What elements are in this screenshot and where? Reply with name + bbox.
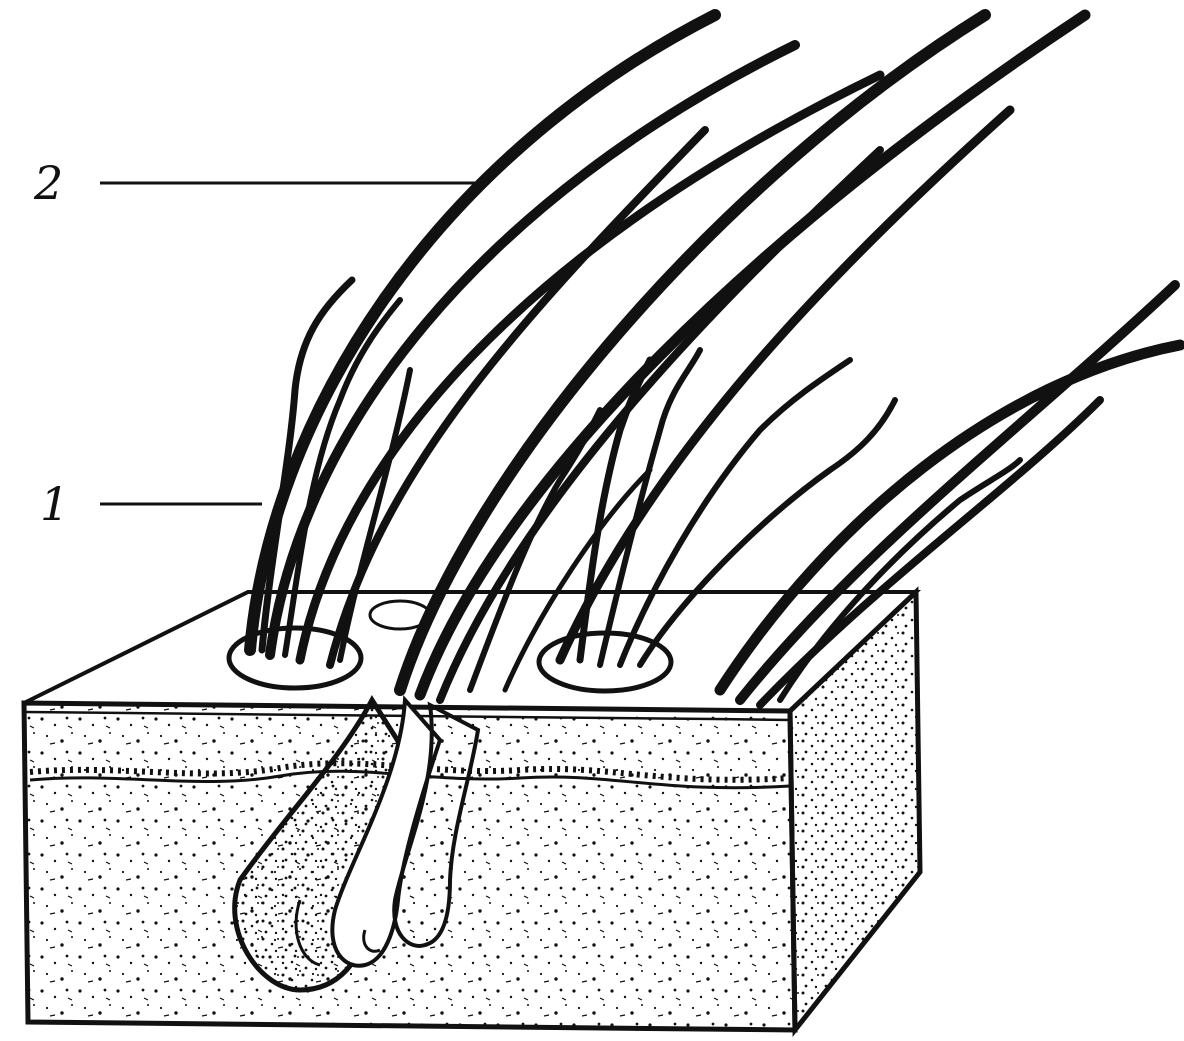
skin-block	[24, 592, 920, 1030]
label-2: 2	[34, 160, 63, 206]
hair-shaft-long	[400, 15, 985, 690]
label-1: 1	[40, 481, 69, 527]
hair-shaft-long	[250, 15, 715, 650]
